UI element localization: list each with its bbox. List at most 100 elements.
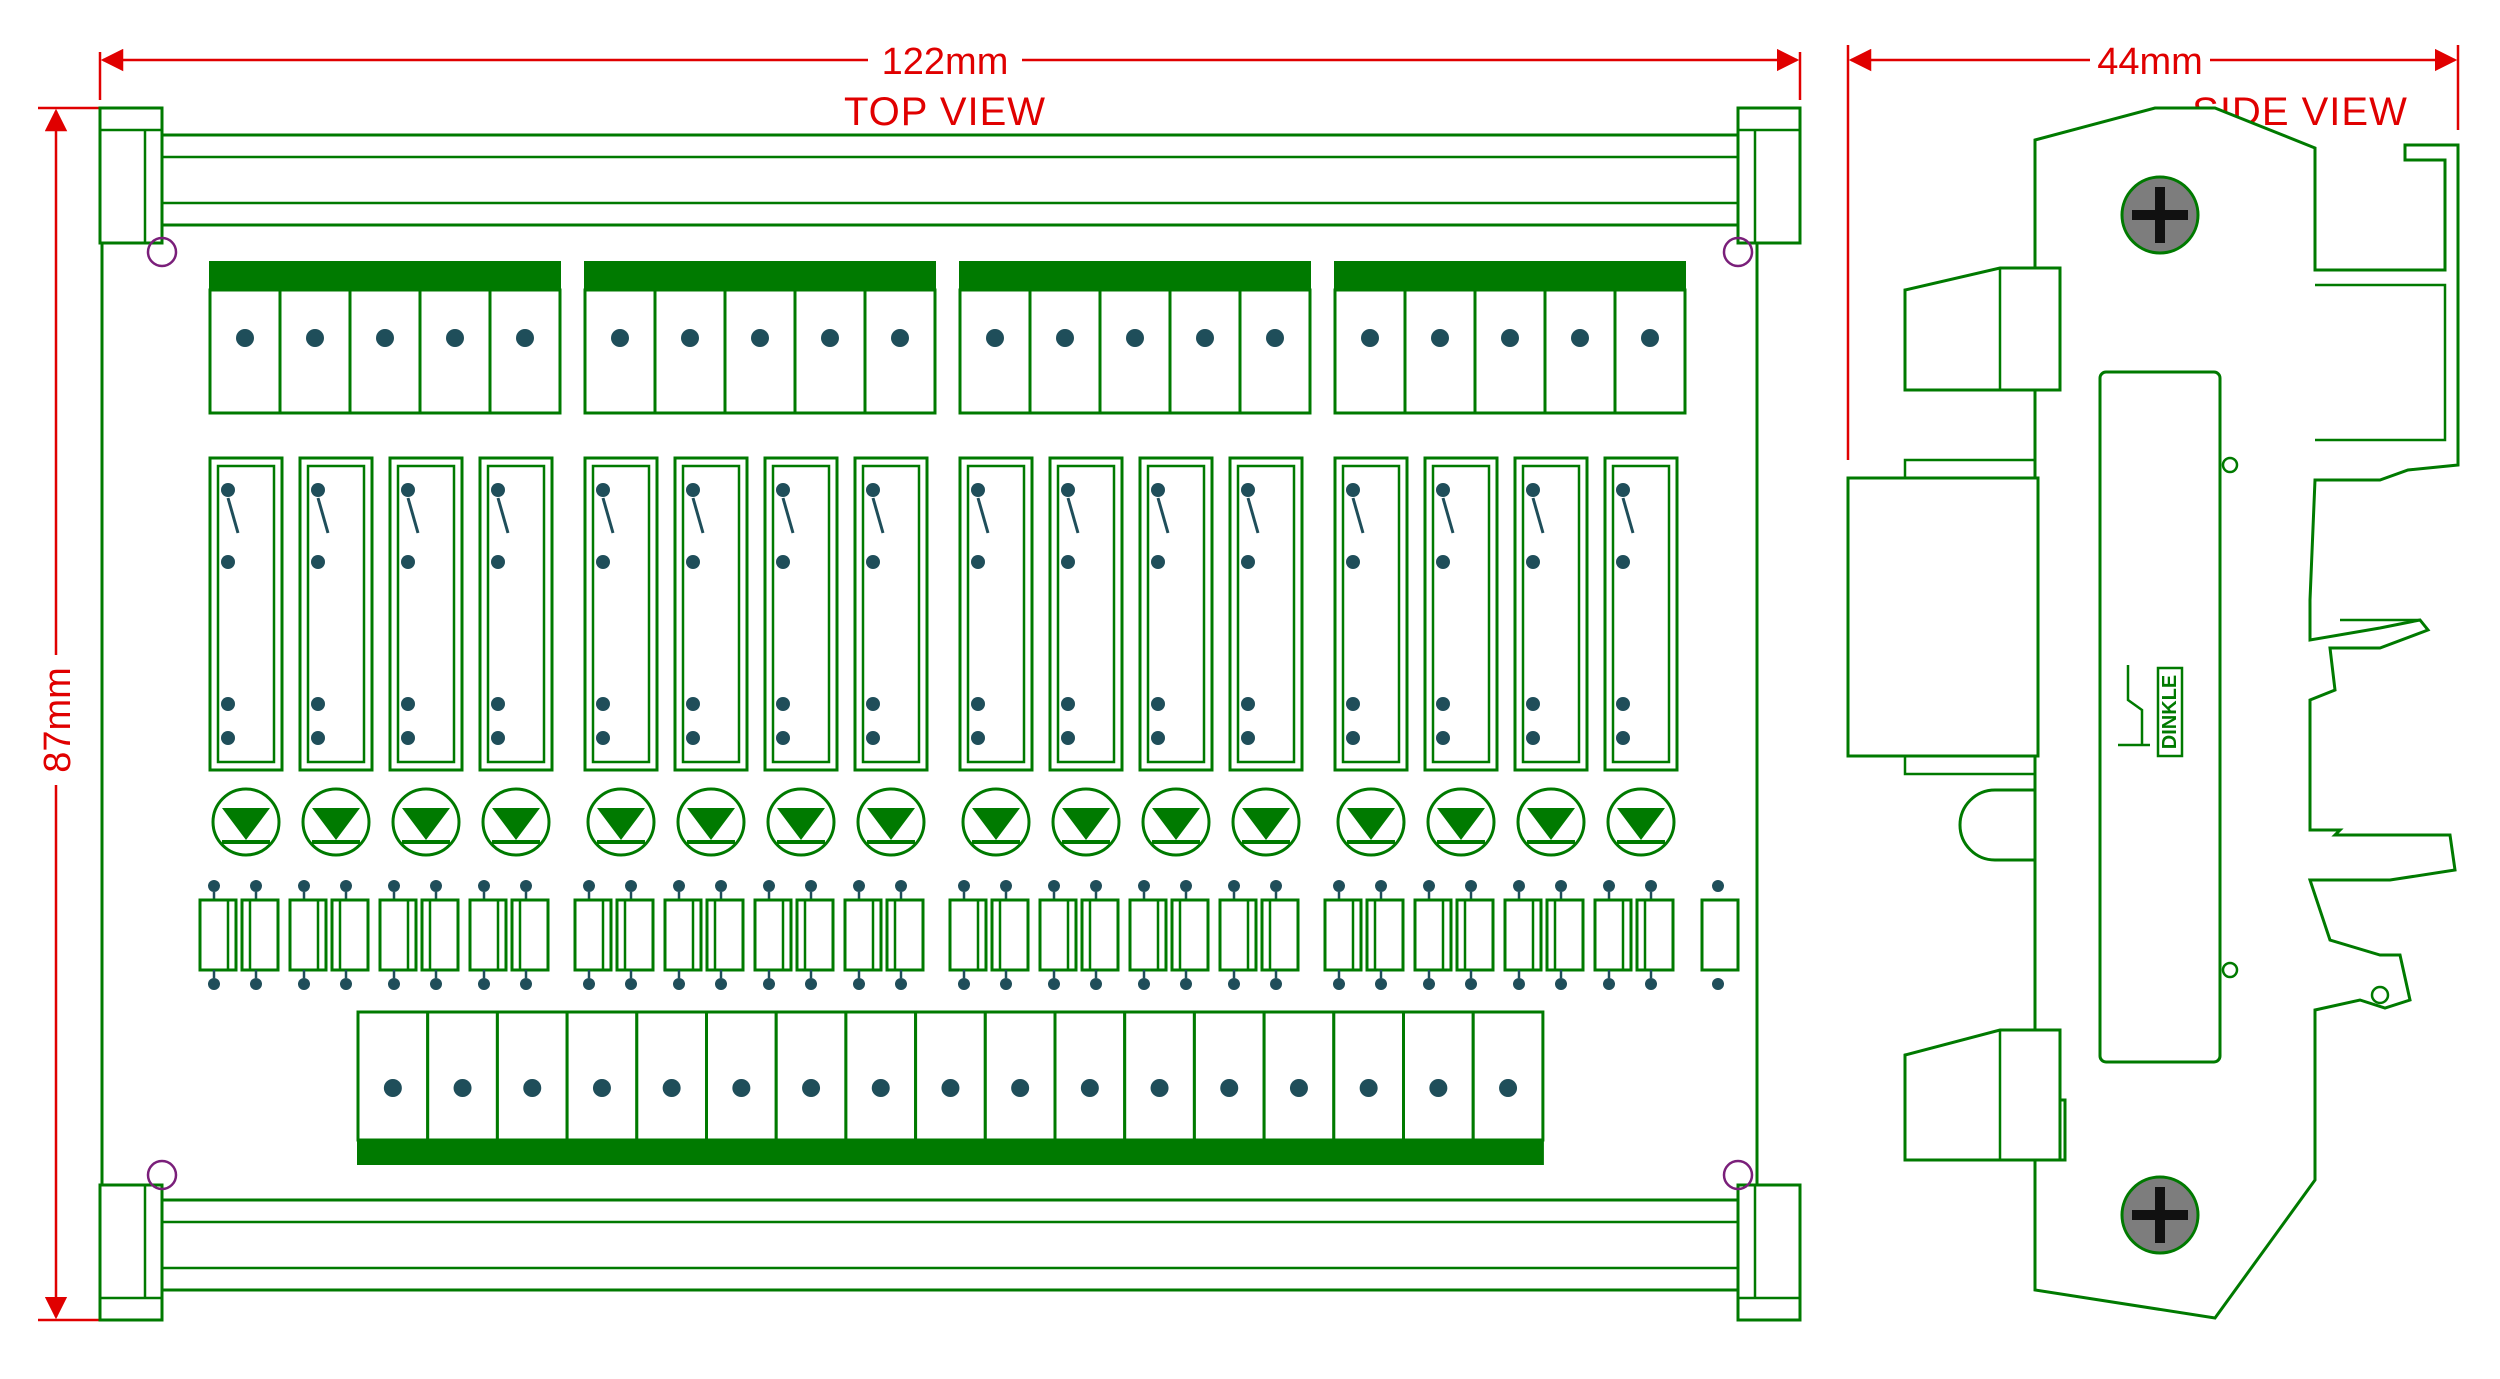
led-diode-symbol — [1617, 808, 1665, 840]
diode-component — [468, 880, 508, 990]
mount-hole — [146, 1159, 178, 1191]
bottom-terminal-base — [357, 1139, 1544, 1165]
diode-pad — [250, 978, 262, 990]
terminal-screw — [446, 329, 464, 347]
bottom-terminal-screw — [1220, 1079, 1239, 1097]
diode-pad — [1555, 978, 1567, 990]
relay-pin — [1526, 731, 1540, 745]
diode-component — [1128, 880, 1168, 990]
relay — [208, 456, 284, 772]
relay-pin — [1241, 731, 1255, 745]
led-diode-symbol — [1062, 808, 1110, 840]
terminal-group-header — [959, 261, 1311, 291]
relay-pin — [1346, 483, 1360, 497]
relay-inner-frame — [1056, 464, 1116, 764]
diode-pad — [763, 880, 775, 892]
diode-pad — [1513, 880, 1525, 892]
width-dimension: 122mm — [98, 41, 1802, 100]
diode-body — [1080, 898, 1120, 972]
diode-pad — [1000, 978, 1012, 990]
relay-inner-frame — [1236, 464, 1296, 764]
relay-pin — [686, 555, 700, 569]
relay-pin — [1436, 483, 1450, 497]
diode-pad — [1333, 880, 1345, 892]
diode-component — [705, 880, 745, 990]
led-indicator — [766, 787, 836, 857]
diode-pad — [673, 880, 685, 892]
relay-pin — [221, 483, 235, 497]
led-indicator — [301, 787, 371, 857]
bottom-terminal-cell — [1262, 1010, 1336, 1142]
terminal-screw — [306, 329, 324, 347]
side-view: DINKLE — [1846, 106, 2460, 1320]
relay-pin — [311, 697, 325, 711]
terminal-cell — [1098, 288, 1172, 415]
relay-pin — [401, 555, 415, 569]
diode-pad — [625, 978, 637, 990]
led-diode-symbol — [597, 808, 645, 840]
relay-inner-frame — [486, 464, 546, 764]
terminal-group-header — [584, 261, 936, 291]
terminal-cell — [488, 288, 562, 415]
terminal-screw — [611, 329, 629, 347]
relay-pin — [401, 697, 415, 711]
diode-body — [948, 898, 988, 972]
relay-pin — [686, 483, 700, 497]
relay-pin — [971, 731, 985, 745]
relay-body — [1048, 456, 1124, 772]
relay-contact — [316, 497, 330, 534]
relay-pin — [866, 731, 880, 745]
diode-component — [1545, 880, 1585, 990]
diode-body — [705, 898, 745, 972]
diode-body — [510, 898, 550, 972]
height-label: 87mm — [37, 667, 79, 773]
diode-pad — [958, 880, 970, 892]
diode-body — [1635, 898, 1675, 972]
diode-body — [885, 898, 925, 972]
terminal-screw — [1056, 329, 1074, 347]
terminal-cell — [1028, 288, 1102, 415]
diode-component — [288, 880, 328, 990]
relay-pin — [1061, 555, 1075, 569]
relay — [1423, 456, 1499, 772]
mount-hole — [1722, 236, 1754, 268]
relay-body — [298, 456, 374, 772]
relay-contact — [1246, 497, 1260, 534]
relay-inner-frame — [216, 464, 276, 764]
terminal-screw — [236, 329, 254, 347]
relay-contact — [871, 497, 885, 534]
relay-pin — [1616, 697, 1630, 711]
diode-pad — [625, 880, 637, 892]
diode-component — [795, 880, 835, 990]
diode-pad — [298, 880, 310, 892]
led-indicator — [1051, 787, 1121, 857]
terminal-group — [958, 261, 1312, 415]
diode-pad — [388, 880, 400, 892]
mount-hole — [146, 236, 178, 268]
diode-pad — [895, 880, 907, 892]
diode-pad — [1645, 978, 1657, 990]
terminal-cell — [278, 288, 352, 415]
diode-pad — [1138, 978, 1150, 990]
svg-text:DINKLE: DINKLE — [2159, 675, 2181, 749]
relay-body — [583, 456, 659, 772]
relay-inner-frame — [771, 464, 831, 764]
terminal-group — [1333, 261, 1687, 415]
led-diode-symbol — [1437, 808, 1485, 840]
terminal-cell — [418, 288, 492, 415]
terminal-cell — [863, 288, 937, 415]
diode-body — [1365, 898, 1405, 972]
relay-pin — [971, 483, 985, 497]
led-indicator — [676, 787, 746, 857]
relay-pin — [1061, 483, 1075, 497]
relay — [388, 456, 464, 772]
led-indicator — [1516, 787, 1586, 857]
relay-contact — [976, 497, 990, 534]
terminal-cell — [1473, 288, 1547, 415]
relay-contact — [601, 497, 615, 534]
terminal-screw — [376, 329, 394, 347]
diode-pad — [1712, 978, 1724, 990]
relay-pin — [971, 697, 985, 711]
diode-pad — [895, 978, 907, 990]
